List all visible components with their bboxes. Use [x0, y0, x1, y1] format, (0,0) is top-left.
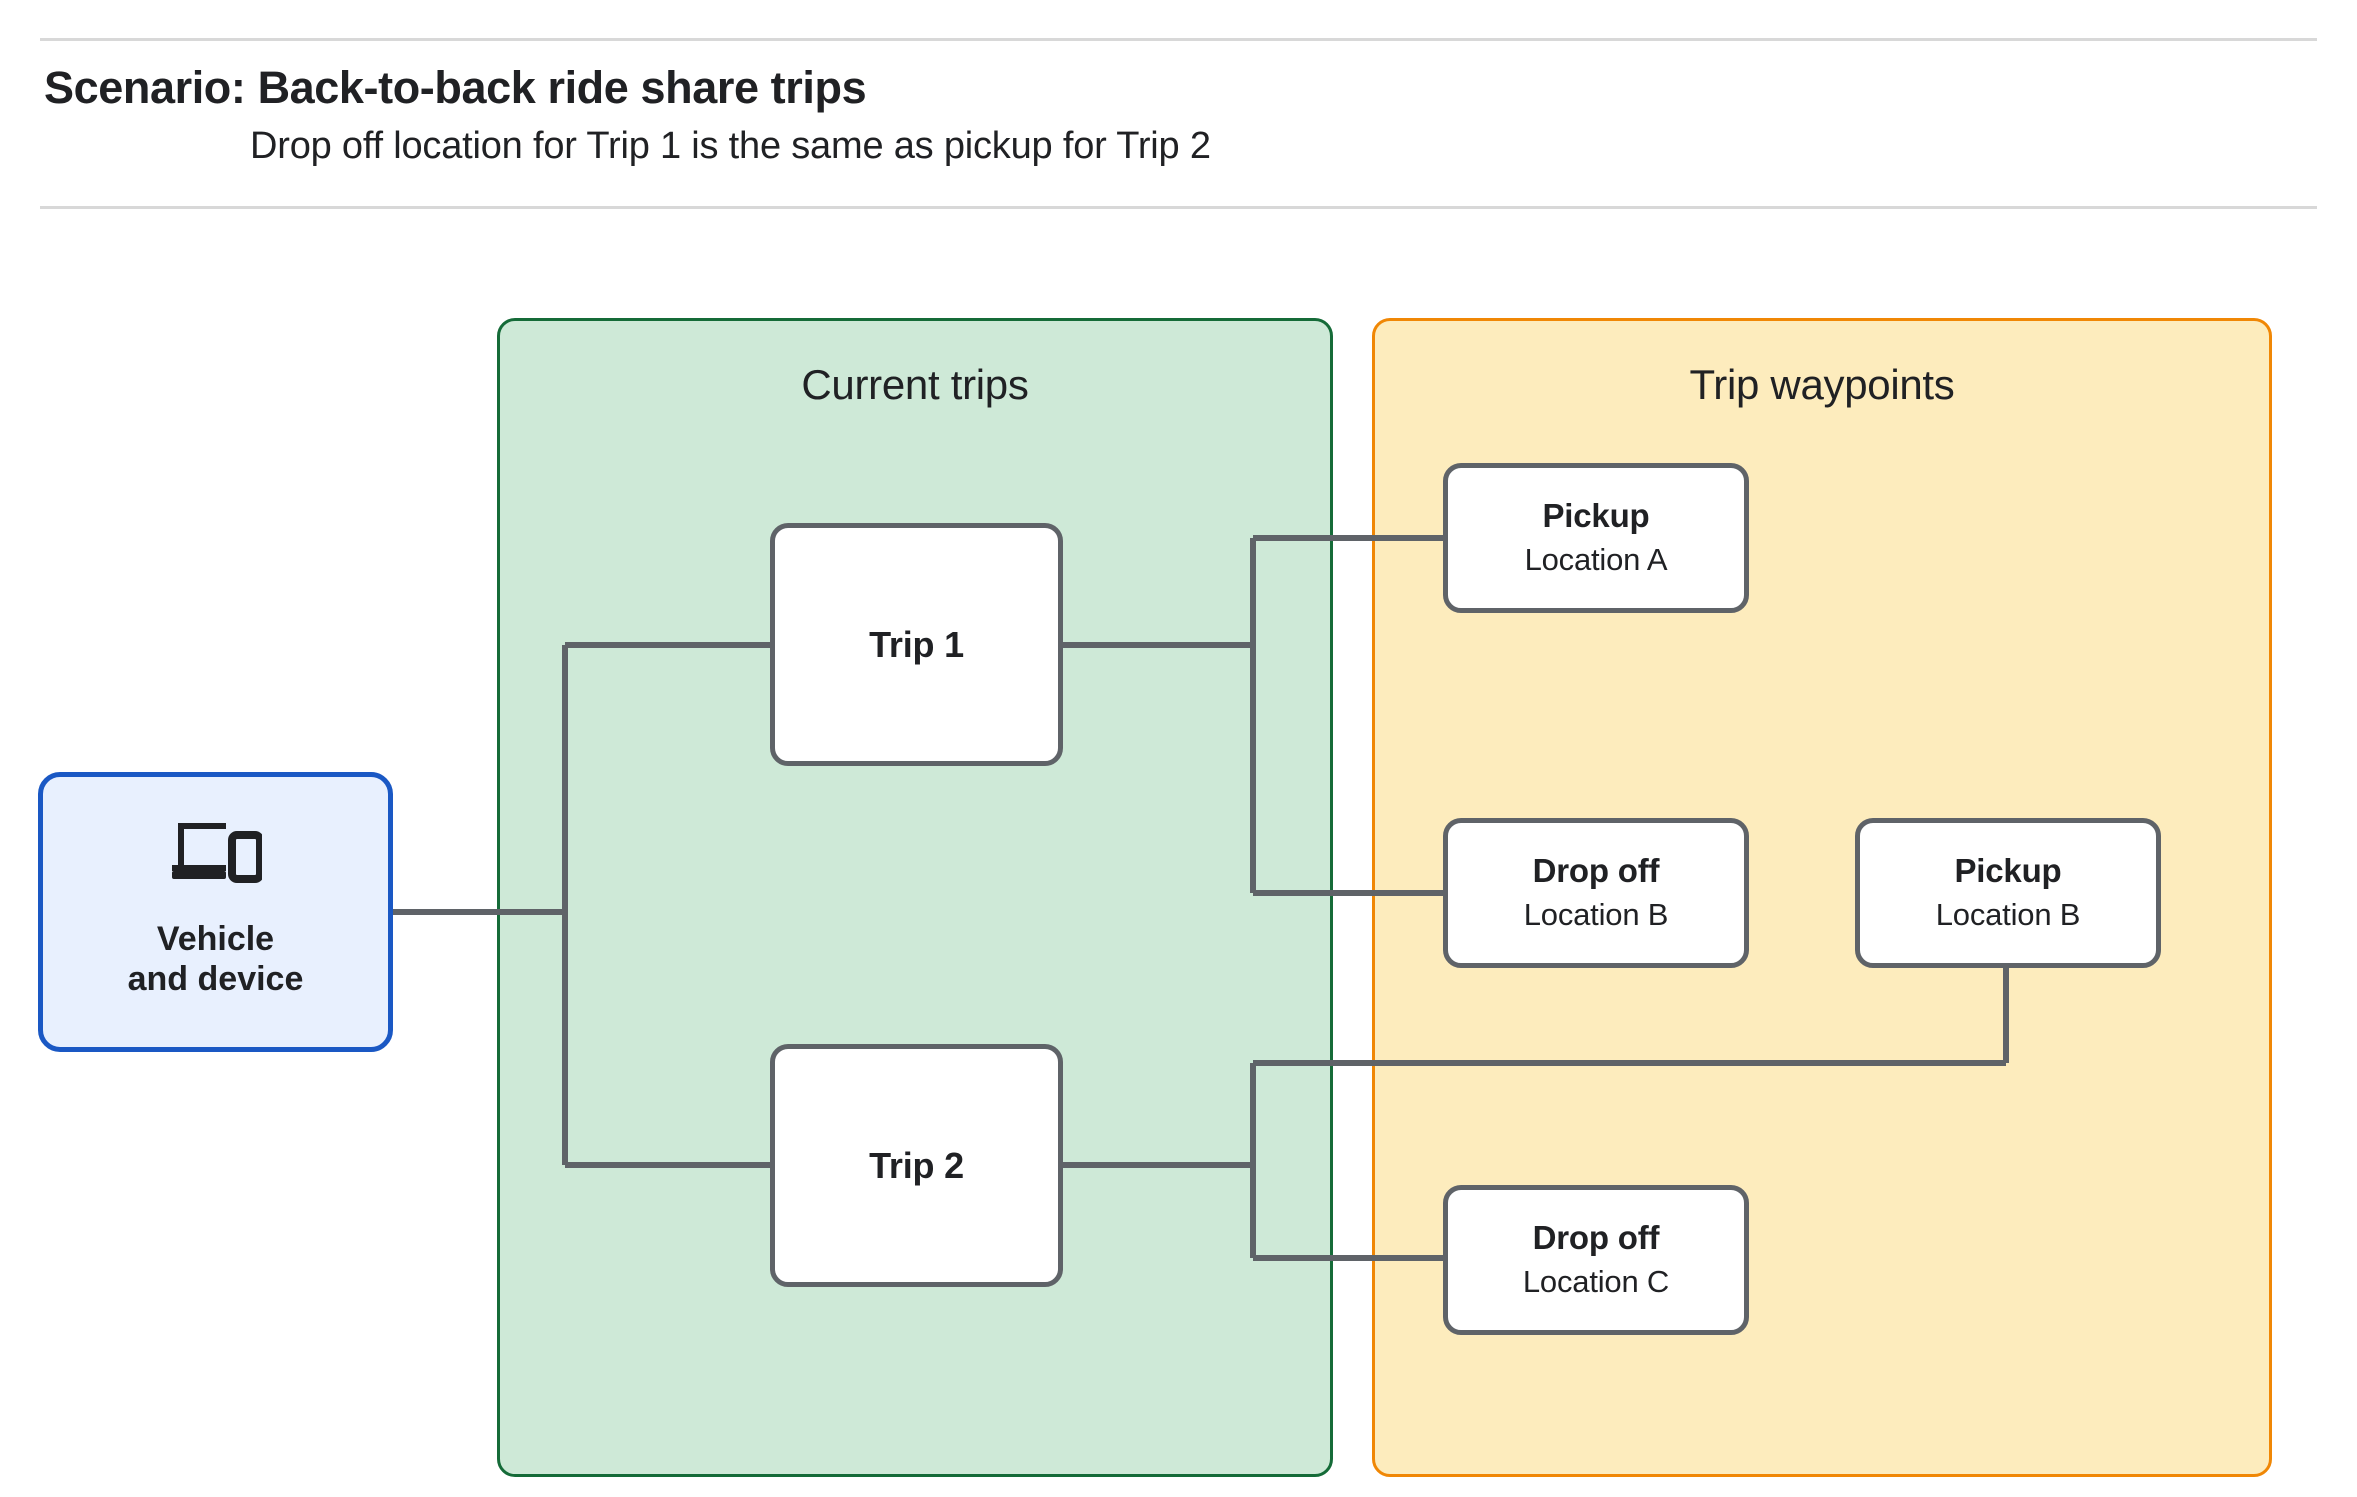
dropoff-c-subtitle: Location C — [1522, 1263, 1670, 1299]
node-pickup-b[interactable]: Pickup Location B — [1855, 818, 2161, 968]
pickup-b-title: Pickup — [1954, 851, 2062, 889]
node-vehicle-and-device[interactable]: Vehicle and device — [38, 772, 393, 1052]
page-title: Scenario: Back-to-back ride share trips — [44, 62, 867, 113]
header-divider-top — [40, 38, 2317, 41]
trip-2-label: Trip 2 — [869, 1144, 964, 1186]
node-dropoff-c[interactable]: Drop off Location C — [1443, 1185, 1749, 1335]
page-subtitle: Drop off location for Trip 1 is the same… — [250, 125, 1211, 167]
vehicle-label: Vehicle and device — [127, 919, 304, 998]
laptop-and-phone-icon — [170, 819, 264, 885]
panel-trip-waypoints-title: Trip waypoints — [1689, 361, 1955, 408]
pickup-a-title: Pickup — [1542, 496, 1650, 534]
panel-current-trips-title: Current trips — [801, 361, 1029, 408]
node-trip-2[interactable]: Trip 2 — [770, 1044, 1063, 1287]
trip-1-label: Trip 1 — [869, 623, 964, 665]
node-pickup-a[interactable]: Pickup Location A — [1443, 463, 1749, 613]
dropoff-c-title: Drop off — [1532, 1218, 1660, 1256]
dropoff-b-title: Drop off — [1532, 851, 1660, 889]
header-divider-bottom — [40, 206, 2317, 209]
pickup-a-subtitle: Location A — [1524, 541, 1668, 577]
node-dropoff-b[interactable]: Drop off Location B — [1443, 818, 1749, 968]
dropoff-b-subtitle: Location B — [1523, 896, 1669, 932]
pickup-b-subtitle: Location B — [1935, 896, 2081, 932]
panel-current-trips: Current trips — [497, 318, 1333, 1477]
node-trip-1[interactable]: Trip 1 — [770, 523, 1063, 766]
